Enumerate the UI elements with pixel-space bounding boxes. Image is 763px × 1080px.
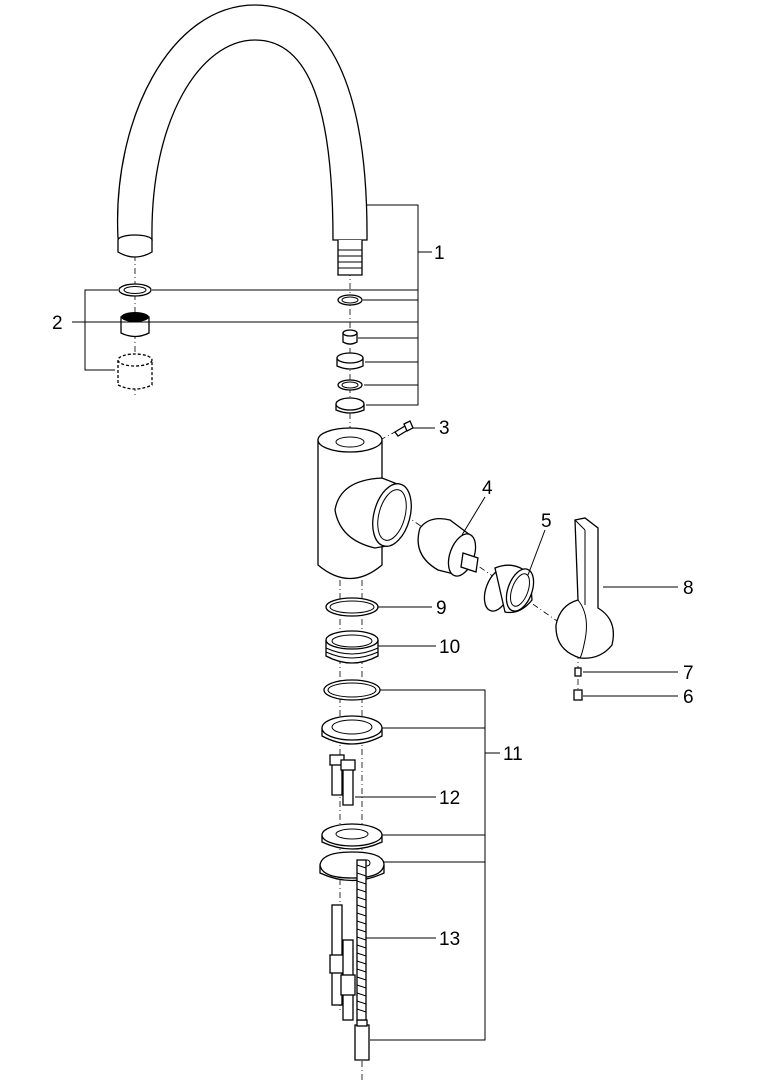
label-3: 3 (439, 418, 450, 439)
screw (394, 420, 414, 437)
spout (116, 4, 368, 276)
grub-screw (574, 667, 582, 677)
aerator-parts (117, 283, 153, 390)
label-12: 12 (439, 788, 460, 809)
label-7: 7 (683, 663, 694, 684)
o-ring (325, 597, 379, 617)
label-4: 4 (482, 478, 493, 499)
leader-lines (72, 204, 678, 1041)
label-11: 11 (503, 744, 523, 765)
label-8: 8 (683, 578, 694, 599)
label-2: 2 (52, 313, 63, 334)
bonnet-nut (483, 564, 535, 614)
part-labels: 1 2 3 4 5 6 7 8 9 10 11 12 13 (52, 243, 694, 950)
label-9: 9 (436, 598, 447, 619)
label-13: 13 (439, 929, 460, 950)
threaded-rod (356, 859, 367, 1021)
cap-nut (573, 689, 583, 701)
lever-handle (555, 517, 615, 659)
label-1: 1 (434, 243, 445, 264)
supply-hoses (329, 754, 356, 1021)
label-5: 5 (541, 511, 552, 532)
spout-seals (335, 294, 365, 414)
mounting-parts (319, 679, 385, 1061)
threaded-ring (325, 630, 379, 664)
label-6: 6 (683, 687, 694, 708)
faucet-body (317, 427, 412, 579)
label-10: 10 (439, 637, 460, 658)
cartridge (417, 517, 479, 577)
